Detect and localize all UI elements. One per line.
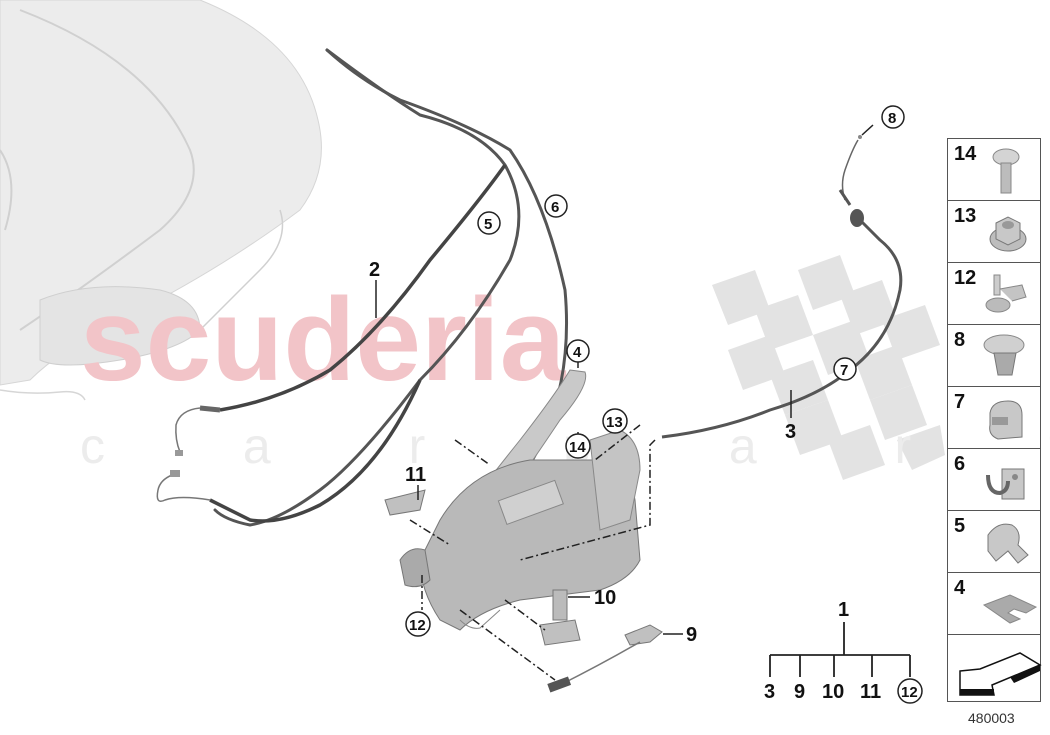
- cable-clip-icon: [989, 400, 1023, 440]
- legend-item-4: 4: [948, 573, 1040, 635]
- part-10: [539, 589, 581, 646]
- callout-2: 2: [369, 259, 380, 281]
- callout-10: 10: [594, 587, 616, 609]
- plain-callouts: 2 3 11 10 9: [369, 259, 796, 646]
- assembly-child-3: 3: [764, 681, 775, 703]
- cable-2: [175, 163, 507, 456]
- flange-nut-icon: [989, 216, 1027, 252]
- legend-item-5: 5: [948, 511, 1040, 573]
- legend-item-6: 6: [948, 449, 1040, 511]
- callout-5: 5: [484, 216, 492, 233]
- legend-item-8: 8: [948, 325, 1040, 387]
- callout-14: 14: [569, 439, 586, 456]
- legend-item-arrow: [948, 635, 1042, 701]
- assembly-child-12: 12: [901, 684, 918, 701]
- assembly-child-11: 11: [860, 681, 881, 703]
- watermark-text: scuderia: [80, 274, 567, 406]
- callout-6: 6: [551, 199, 559, 216]
- circled-callout-labels: 4 5 6 7 8 12 13 14: [409, 110, 896, 634]
- cable-holder-block-icon: [986, 468, 1025, 500]
- clip-pin-icon: [985, 274, 1027, 313]
- screw-icon: [992, 148, 1020, 194]
- callout-4: 4: [573, 344, 582, 361]
- diagram-id: 480003: [968, 710, 1015, 726]
- bracket-clamp-icon: [987, 523, 1029, 564]
- legend-item-12: 12: [948, 263, 1040, 325]
- shim-plate-icon: [982, 594, 1038, 624]
- direction-arrow-icon: [959, 652, 1042, 696]
- cable-lower: [156, 379, 422, 523]
- legend-item-14: 14: [948, 139, 1040, 201]
- checker-flag-watermark: [712, 255, 945, 480]
- circled-callouts: [405, 105, 905, 637]
- legend-item-13: 13: [948, 201, 1040, 263]
- car-body-ghost: [0, 0, 322, 401]
- legend-item-7: 7: [948, 387, 1040, 449]
- assembly-parent: 1: [838, 599, 849, 621]
- callout-leaders: [375, 124, 874, 635]
- callout-12: 12: [409, 617, 426, 634]
- callout-8: 8: [888, 110, 896, 127]
- assembly-child-9: 9: [794, 681, 805, 703]
- callout-9: 9: [686, 624, 697, 646]
- callout-13: 13: [606, 414, 623, 431]
- callout-11: 11: [405, 464, 426, 486]
- assembly-child-10: 10: [822, 681, 844, 703]
- cable-3: [661, 135, 903, 439]
- part-9: [547, 624, 663, 693]
- callout-7: 7: [840, 362, 848, 379]
- assembly-tree: 1 3 9 10 11 12: [764, 599, 923, 704]
- hinge-mechanism: [384, 369, 641, 631]
- parts-legend: 14 13 12 8 7 6: [947, 138, 1042, 702]
- callout-3: 3: [785, 421, 796, 443]
- push-rivet-icon: [983, 334, 1025, 376]
